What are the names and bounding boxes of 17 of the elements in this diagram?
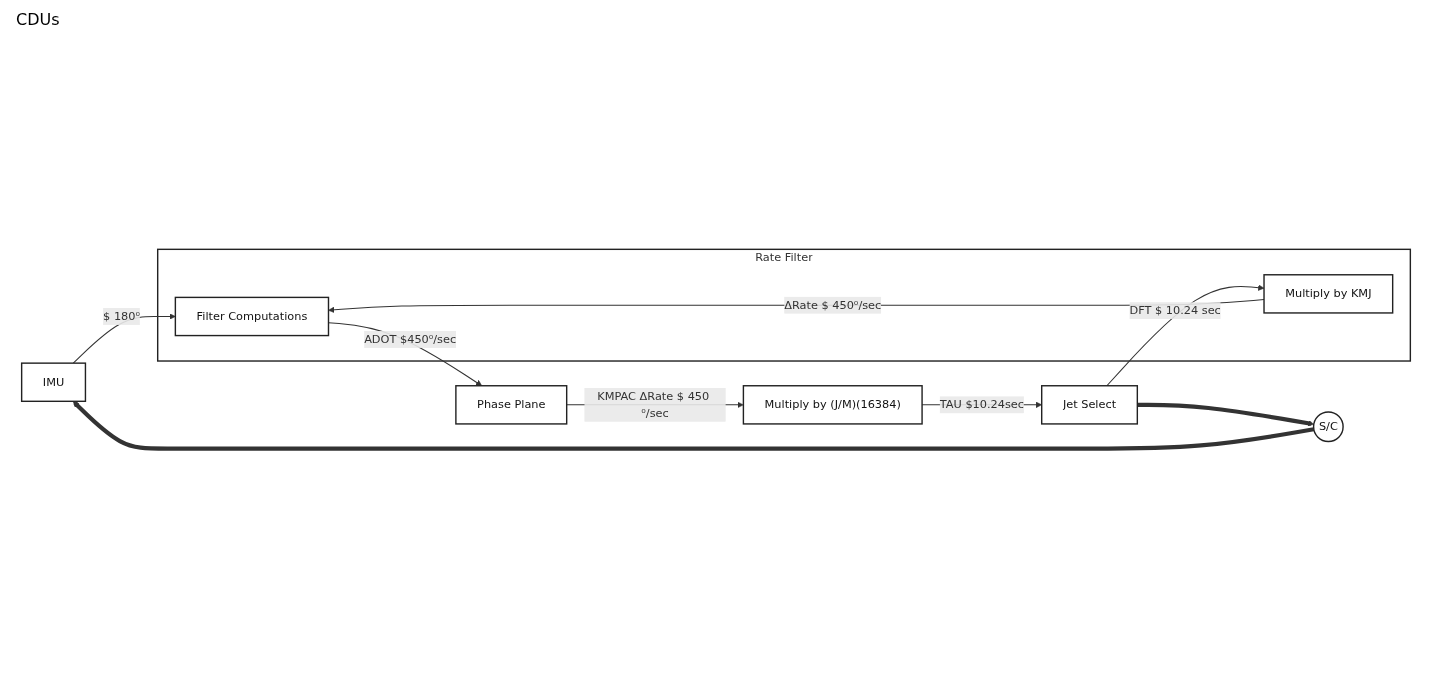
edge-label: ADOT $450⁰/sec	[363, 331, 456, 346]
node-box: Multiply by (J/M)(16384)	[742, 384, 923, 425]
edge-label: $ 180⁰	[102, 308, 140, 323]
edge-label: ΔRate $ 450⁰/sec	[783, 297, 881, 312]
node-box: Filter Computations	[174, 296, 329, 336]
node-box: IMU	[20, 361, 86, 402]
node-box: Phase Plane	[454, 384, 567, 425]
arrow	[1136, 402, 1314, 426]
signal-label: CDUs	[16, 10, 60, 29]
node-circle: S/C	[1312, 410, 1344, 442]
edge-label: TAU $10.24sec	[939, 397, 1024, 411]
arrow	[327, 321, 482, 386]
node-box: Jet Select	[1040, 384, 1138, 425]
arrow	[1105, 284, 1264, 386]
node-box: Multiply by KMJ	[1262, 273, 1393, 314]
edge-label: KMPAC ΔRate $ 450 ⁰/sec	[596, 388, 709, 420]
edge-label: DFT $ 10.24 sec	[1128, 303, 1221, 317]
